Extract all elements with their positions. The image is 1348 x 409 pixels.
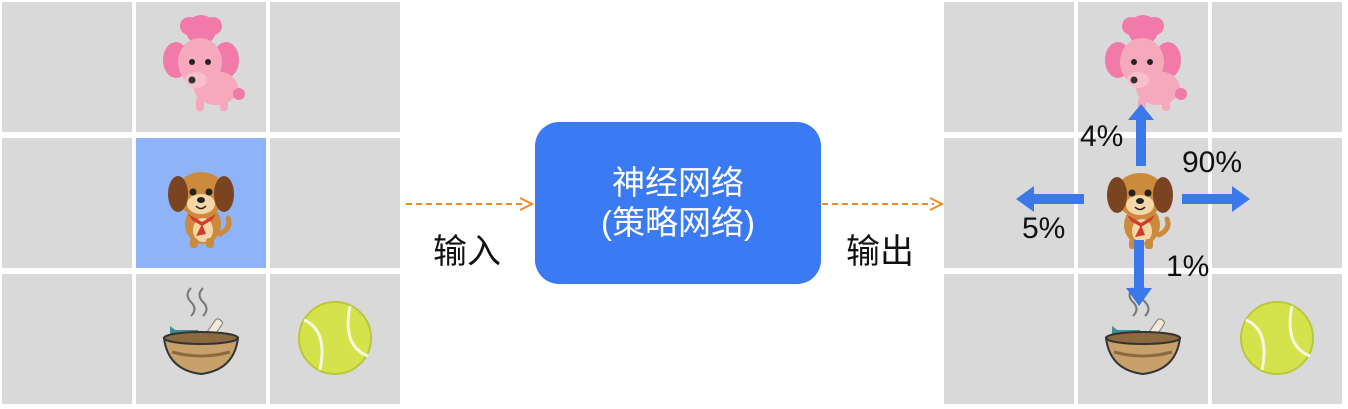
grid-cell bbox=[2, 138, 132, 268]
prob-right-label: 90% bbox=[1182, 146, 1243, 179]
down-arrow bbox=[1126, 240, 1152, 306]
grid-cell bbox=[2, 2, 132, 132]
output-arrow bbox=[822, 197, 945, 211]
agent-cell bbox=[136, 138, 266, 268]
output-label: 输出 bbox=[846, 233, 914, 271]
input-grid bbox=[2, 2, 404, 406]
grid-cell bbox=[1212, 2, 1342, 132]
grid-cell bbox=[136, 2, 266, 132]
prob-down-label: 1% bbox=[1166, 250, 1210, 283]
prob-up-label: 4% bbox=[1080, 120, 1124, 153]
tennis-ball-icon bbox=[1239, 300, 1315, 376]
grid-cell bbox=[2, 274, 132, 404]
grid-cell bbox=[270, 2, 400, 132]
grid-cell bbox=[944, 2, 1074, 132]
grid-cell bbox=[944, 274, 1074, 404]
poodle-icon bbox=[163, 15, 245, 111]
grid-cell bbox=[1212, 274, 1342, 404]
input-arrow bbox=[406, 197, 535, 211]
puppy-icon bbox=[136, 138, 266, 268]
prob-left-label: 5% bbox=[1022, 212, 1066, 245]
grid-cell bbox=[270, 274, 400, 404]
up-arrow bbox=[1128, 104, 1154, 166]
network-title: 神经网络 bbox=[612, 164, 744, 201]
input-label: 输入 bbox=[433, 233, 501, 271]
food-bowl-icon bbox=[162, 286, 240, 376]
right-arrow bbox=[1182, 186, 1250, 212]
policy-network-box: 神经网络 (策略网络) bbox=[535, 122, 821, 284]
tennis-ball-icon bbox=[297, 300, 373, 376]
grid-cell bbox=[136, 274, 266, 404]
grid-cell bbox=[270, 138, 400, 268]
network-subtitle: (策略网络) bbox=[601, 204, 755, 241]
left-arrow bbox=[1016, 186, 1084, 212]
